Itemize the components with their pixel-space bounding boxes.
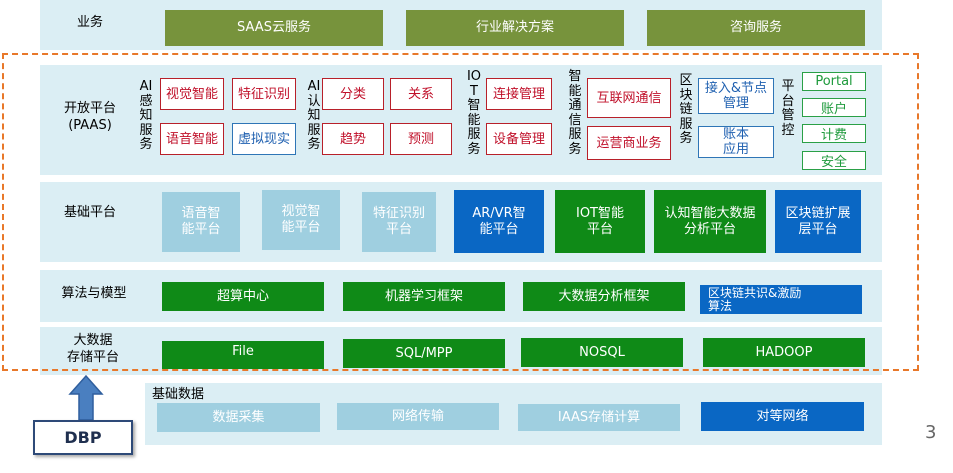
billing: 计费 [802, 124, 866, 143]
blockchain-consensus-algorithm: 区块链共识&激励算法 [700, 285, 862, 314]
sql-mpp-storage: SQL/MPP [343, 339, 505, 368]
trend: 趋势 [322, 123, 384, 155]
device-management: 设备管理 [486, 123, 552, 155]
classification: 分类 [322, 78, 384, 110]
base-data-label: 基础数据 [152, 387, 205, 402]
internet-communication: 互联网通信 [587, 78, 671, 118]
storage-label: 大数据 存储平台 [58, 332, 128, 366]
paas-label-line1: 开放平台 [63, 101, 116, 116]
iot-intelligence-platform: IOT智能平台 [555, 190, 645, 253]
iaas-storage-compute: IAAS存储计算 [518, 404, 680, 431]
iot-service-title: IOT智能服务 [466, 69, 482, 157]
blockchain-service-title: 区块链服务 [679, 73, 693, 146]
algorithms-label: 算法与模型 [61, 286, 127, 301]
page-number: 3 [925, 422, 937, 443]
industry-solution: 行业解决方案 [406, 10, 624, 46]
storage-label-line1: 大数据 [73, 333, 113, 348]
consulting-service: 咨询服务 [647, 10, 865, 46]
dbp-boundary [2, 53, 919, 371]
ai-perception-title: AI感知服务 [139, 79, 153, 152]
voice-intelligence-platform: 语音智能平台 [162, 192, 240, 252]
base-platform-label: 基础平台 [63, 205, 116, 220]
access-node-management: 接入&节点管理 [698, 78, 774, 114]
blockchain-extension-platform: 区块链扩展层平台 [775, 190, 861, 253]
dbp-box: DBP [33, 420, 133, 455]
platform-control-title: 平台管控 [781, 79, 795, 138]
connection-management: 连接管理 [486, 78, 552, 110]
feature-recognition: 特征识别 [232, 78, 296, 110]
network-transmission: 网络传输 [337, 403, 499, 430]
saas-cloud-service: SAAS云服务 [165, 10, 383, 46]
cognitive-bigdata-platform: 认知智能大数据分析平台 [654, 190, 766, 253]
bigdata-analysis-framework: 大数据分析框架 [523, 282, 685, 311]
relation: 关系 [390, 78, 452, 110]
peer-network: 对等网络 [701, 402, 864, 431]
supercomputing-center: 超算中心 [162, 282, 324, 311]
hadoop-storage: HADOOP [703, 338, 865, 367]
carrier-business: 运营商业务 [587, 126, 671, 160]
nosql-storage: NOSQL [521, 338, 683, 367]
security: 安全 [802, 151, 866, 170]
arvr-intelligence-platform: AR/VR智能平台 [454, 190, 544, 253]
paas-label: 开放平台 (PAAS) [50, 100, 130, 134]
paas-label-line2: (PAAS) [68, 118, 112, 133]
ai-cognition-title: AI认知服务 [307, 79, 321, 152]
account: 账户 [802, 98, 866, 117]
prediction: 预测 [390, 123, 452, 155]
visual-intelligence-platform: 视觉智能平台 [262, 190, 340, 250]
visual-intelligence: 视觉智能 [160, 78, 224, 110]
file-storage: File [162, 341, 324, 369]
up-arrow-icon [68, 374, 104, 421]
data-collection: 数据采集 [157, 403, 320, 432]
voice-intelligence: 语音智能 [160, 123, 224, 155]
business-label: 业务 [76, 15, 103, 30]
smart-communication-title: 智能通信服务 [568, 69, 582, 157]
ledger-application: 账本应用 [698, 126, 774, 158]
virtual-reality: 虚拟现实 [232, 123, 296, 155]
machine-learning-framework: 机器学习框架 [343, 282, 505, 311]
storage-label-line2: 存储平台 [66, 350, 119, 365]
portal: Portal [802, 72, 866, 91]
feature-recognition-platform: 特征识别平台 [362, 192, 436, 252]
